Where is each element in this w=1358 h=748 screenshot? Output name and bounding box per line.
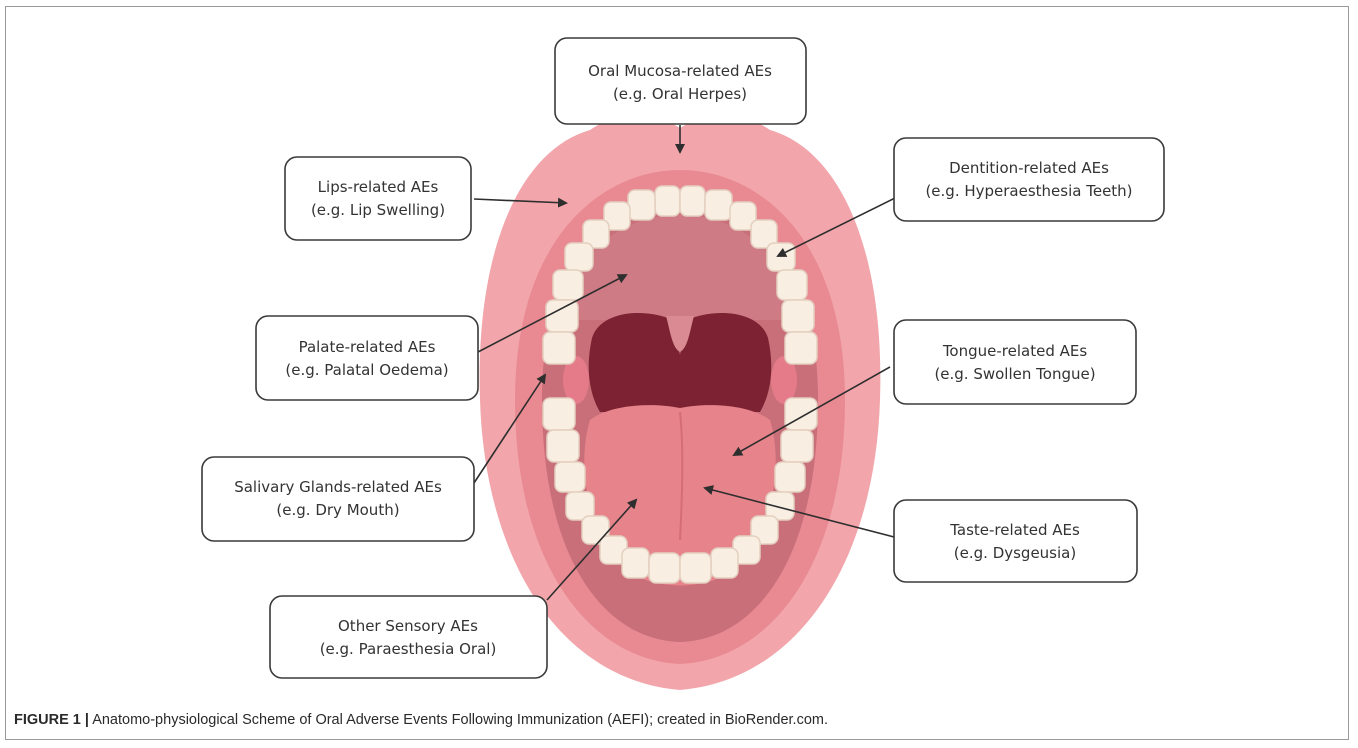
label-tongue-title: Tongue-related AEs <box>942 342 1088 360</box>
label-lips-example: (e.g. Lip Swelling) <box>311 201 445 219</box>
label-dentition: Dentition-related AEs (e.g. Hyperaesthes… <box>894 138 1164 221</box>
label-sensory: Other Sensory AEs (e.g. Paraesthesia Ora… <box>270 596 547 678</box>
label-salivary: Salivary Glands-related AEs (e.g. Dry Mo… <box>202 457 474 541</box>
caption-text: Anatomo-physiological Scheme of Oral Adv… <box>89 712 828 728</box>
label-tongue: Tongue-related AEs (e.g. Swollen Tongue) <box>894 320 1136 404</box>
label-lips-title: Lips-related AEs <box>318 178 439 196</box>
label-oral-mucosa: Oral Mucosa-related AEs (e.g. Oral Herpe… <box>555 38 806 124</box>
label-dentition-example: (e.g. Hyperaesthesia Teeth) <box>925 182 1132 200</box>
label-tongue-example: (e.g. Swollen Tongue) <box>934 365 1095 383</box>
label-palate-example: (e.g. Palatal Oedema) <box>285 361 448 379</box>
label-sensory-example: (e.g. Paraesthesia Oral) <box>320 640 497 658</box>
label-dentition-title: Dentition-related AEs <box>949 159 1109 177</box>
label-oral-mucosa-example: (e.g. Oral Herpes) <box>613 85 747 103</box>
label-salivary-title: Salivary Glands-related AEs <box>234 478 442 496</box>
label-sensory-title: Other Sensory AEs <box>338 617 478 635</box>
label-palate-title: Palate-related AEs <box>299 338 436 356</box>
label-oral-mucosa-title: Oral Mucosa-related AEs <box>588 62 772 80</box>
figure-caption: FIGURE 1 | Anatomo-physiological Scheme … <box>14 712 828 728</box>
caption-prefix: FIGURE 1 | <box>14 712 89 728</box>
label-palate: Palate-related AEs (e.g. Palatal Oedema) <box>256 316 478 400</box>
label-lips: Lips-related AEs (e.g. Lip Swelling) <box>285 157 471 240</box>
label-salivary-example: (e.g. Dry Mouth) <box>276 501 399 519</box>
label-taste-title: Taste-related AEs <box>949 521 1080 539</box>
label-taste: Taste-related AEs (e.g. Dysgeusia) <box>894 500 1137 582</box>
label-taste-example: (e.g. Dysgeusia) <box>954 544 1076 562</box>
